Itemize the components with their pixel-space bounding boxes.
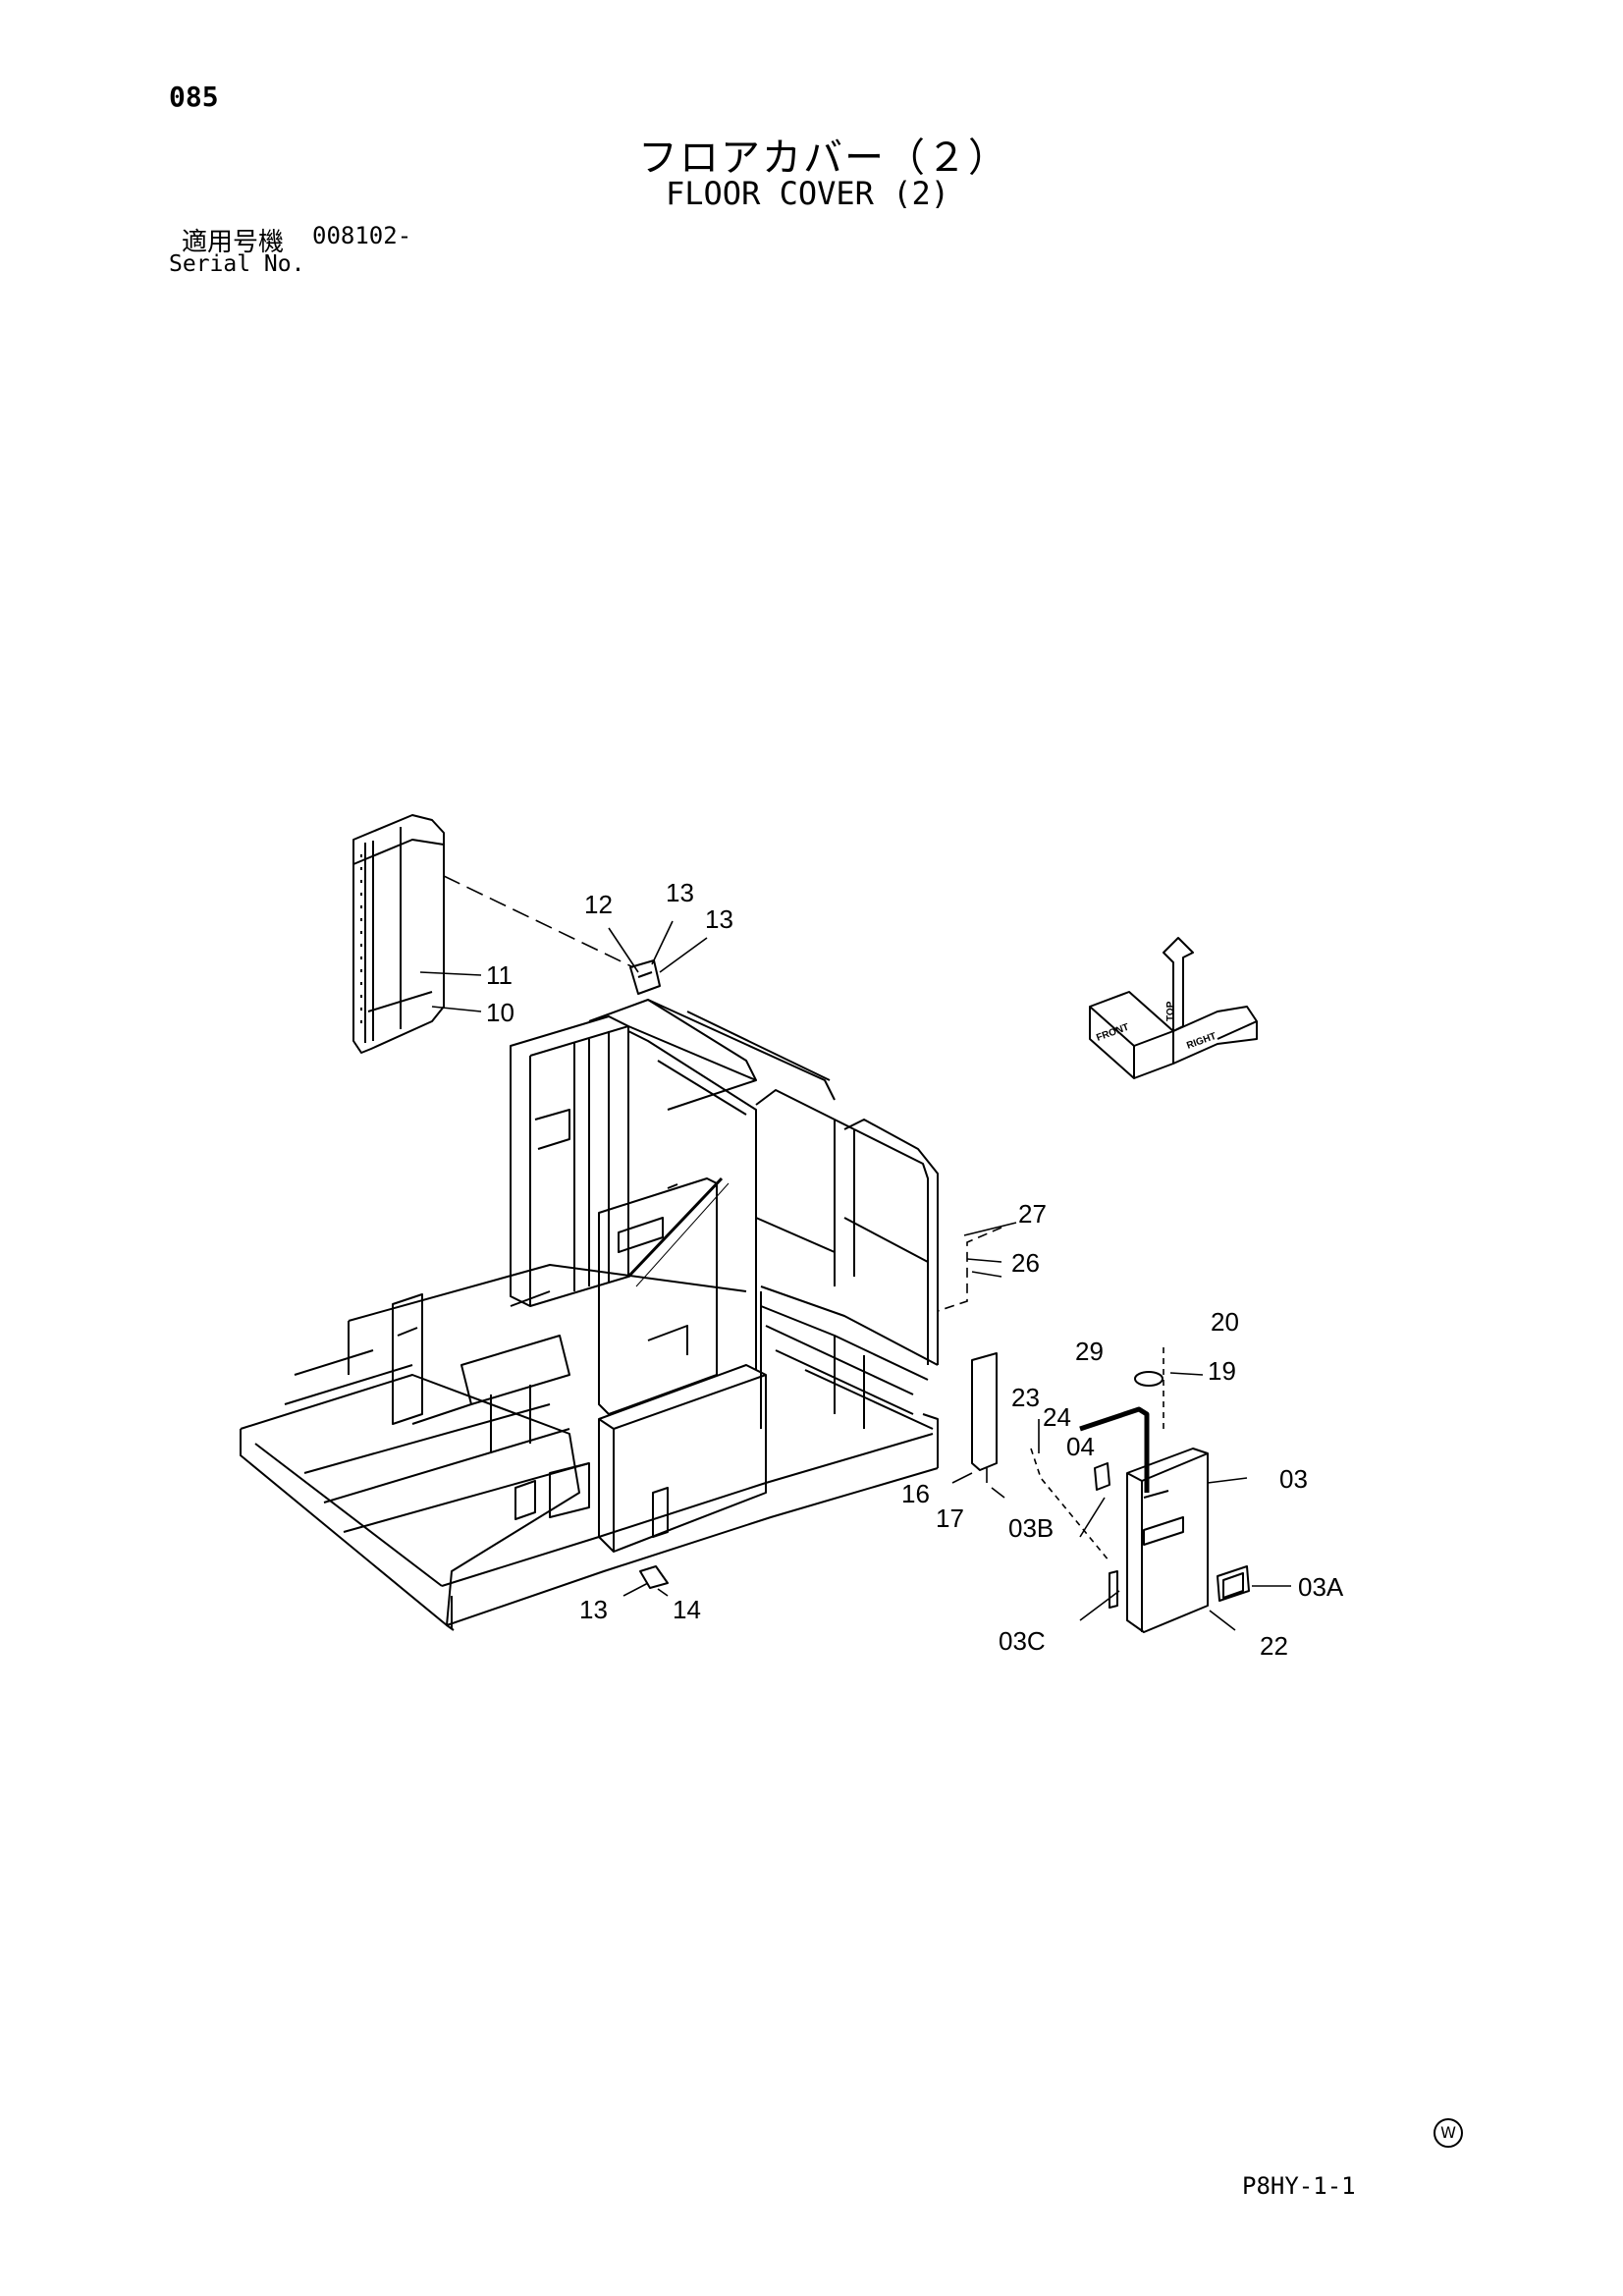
callout-24: 24	[1043, 1402, 1071, 1432]
callout-labels: 12 13 13 11 10 27 26 20 29 19 23 24 04 0…	[486, 878, 1344, 1661]
direction-right-label: RIGHT	[1185, 1031, 1217, 1052]
page-number: 085	[169, 81, 219, 113]
callout-13-right: 13	[705, 904, 733, 934]
callout-04: 04	[1066, 1432, 1095, 1461]
callout-22: 22	[1260, 1631, 1288, 1661]
callout-12: 12	[584, 890, 613, 919]
callout-03A: 03A	[1298, 1572, 1344, 1602]
direction-top-label: TOP	[1165, 1001, 1176, 1021]
callout-14: 14	[673, 1595, 701, 1624]
callout-29: 29	[1075, 1337, 1104, 1366]
serial-number-range: 008102-	[312, 222, 412, 249]
washer-part-19	[1134, 1371, 1163, 1387]
side-cover-part-03	[1094, 1448, 1250, 1633]
callout-16: 16	[901, 1479, 930, 1508]
drawing-code: P8HY-1-1	[1242, 2172, 1356, 2200]
direction-front-label: FRONT	[1095, 1022, 1130, 1044]
callout-11: 11	[486, 960, 513, 990]
callout-03: 03	[1279, 1464, 1308, 1494]
callout-13-upper: 13	[666, 878, 694, 907]
callout-27: 27	[1018, 1199, 1047, 1229]
direction-indicator	[1089, 937, 1258, 1079]
callout-10: 10	[486, 998, 514, 1027]
callout-13-lower: 13	[579, 1595, 608, 1624]
callout-26: 26	[1011, 1248, 1040, 1278]
rod-part-29	[1079, 1406, 1150, 1493]
callout-23: 23	[1011, 1383, 1040, 1412]
machine-frame	[240, 999, 939, 1631]
callout-03B: 03B	[1008, 1513, 1054, 1543]
plate-part-16	[971, 1352, 998, 1471]
callout-19: 19	[1208, 1356, 1236, 1386]
corner-mark: W	[1434, 2118, 1463, 2148]
serial-label-japanese: 適用号機	[182, 228, 285, 257]
serial-label-english: Serial No.	[169, 251, 305, 277]
title-english: FLOOR COVER (2)	[666, 175, 949, 212]
plate-part-14	[639, 1565, 669, 1589]
leader-lines	[419, 875, 1291, 1631]
callout-03C: 03C	[999, 1626, 1046, 1656]
direction-labels: FRONT RIGHT TOP	[1095, 1001, 1217, 1052]
bracket-part-12	[629, 959, 661, 995]
callout-17: 17	[936, 1503, 964, 1533]
title-japanese: フロアカバー（２）	[638, 136, 1009, 181]
floor-cover-panel	[352, 814, 445, 1054]
callout-20: 20	[1211, 1307, 1239, 1337]
